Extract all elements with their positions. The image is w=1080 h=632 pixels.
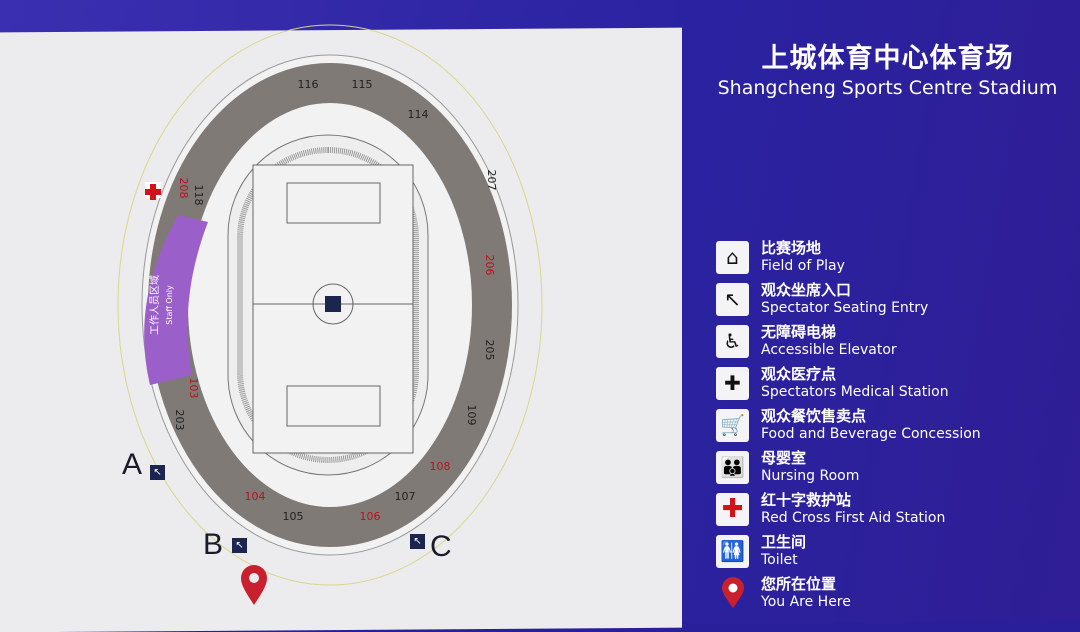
legend-label-zh: 您所在位置 [761,575,837,593]
stadium-map: 工作人员区域 Staff Only 116 115 114 207 206 205 109 1… [117,24,543,605]
location-pin-icon [716,577,749,610]
title-zh: 上城体育中心体育场 [761,43,1014,74]
red-cross-marker [145,182,161,200]
section-label: 205 [483,340,496,361]
legend-label-zh: 母婴室 [761,449,807,467]
legend-label-en: Toilet [761,552,798,568]
legend-label-zh: 红十字救护站 [761,491,852,509]
legend-label-zh: 无障碍电梯 [761,323,837,341]
legend-label-zh: 观众餐饮售卖点 [761,407,867,425]
gate-a-label: A [122,448,143,481]
gate-b-entry-icon: ↖ [232,538,247,553]
legend-label-en: Accessible Elevator [761,342,897,358]
legend-label-en: Spectators Medical Station [761,384,949,400]
track-lanes [237,147,419,463]
gate-c-entry-icon: ↖ [410,534,425,549]
legend-label-en: You Are Here [761,594,851,610]
cart-icon: 🛒 [716,408,749,442]
header: 上城体育中心体育场 Shangcheng Sports Centre Stadi… [700,36,1075,99]
legend-label-en: Spectator Seating Entry [761,300,929,316]
section-label: 107 [395,490,416,503]
section-label: 118 [192,185,205,206]
section-label: 207 [485,170,498,191]
legend-label-zh: 观众坐席入口 [761,281,852,299]
legend-label-en: Field of Play [761,258,845,274]
staff-zone-label-en: Staff Only [165,285,174,325]
legend-label-en: Nursing Room [761,468,860,484]
section-label: 208 [177,178,190,199]
section-label: 105 [283,510,304,523]
you-are-here-pin [241,565,267,605]
section-label: 108 [430,460,451,473]
legend-label-en: Food and Beverage Concession [761,426,981,442]
accessible-elevator-icon: ♿ [716,324,749,358]
field-of-play-icon [325,296,341,312]
section-label: 206 [483,255,496,276]
nursing-room-icon: 👪 [716,450,749,484]
legend-label-zh: 卫生间 [761,533,807,551]
field-of-play-icon: ⌂ [716,240,749,274]
section-label: 203 [173,410,186,431]
red-cross-icon: ✚ [716,492,749,526]
section-label: 103 [187,378,200,399]
centre-circle [312,283,354,325]
gate-a-entry-icon: ↖ [150,465,165,480]
toilet-icon: 🚻 [716,534,749,568]
legend-label-zh: 比赛场地 [761,239,822,257]
penalty-box-top [286,182,381,224]
seating-entry-icon: ↖ [716,282,749,316]
gate-c-label: C [430,530,452,563]
section-label: 115 [352,78,373,91]
section-label: 106 [360,510,381,523]
gate-b-label: B [203,528,224,561]
penalty-box-bottom [286,385,381,427]
section-label: 109 [465,405,478,426]
section-label: 114 [408,108,429,121]
outer-boundary [117,24,543,586]
section-label: 104 [245,490,266,503]
staff-zone-label-zh: 工作人员区域 [148,275,161,335]
legend-label-en: Red Cross First Aid Station [761,510,946,526]
legend-label-zh: 观众医疗点 [761,365,837,383]
title-en: Shangcheng Sports Centre Stadium [717,77,1058,99]
medical-icon: ✚ [716,366,749,400]
staff-only-zone [144,215,208,385]
section-label: 116 [298,78,319,91]
